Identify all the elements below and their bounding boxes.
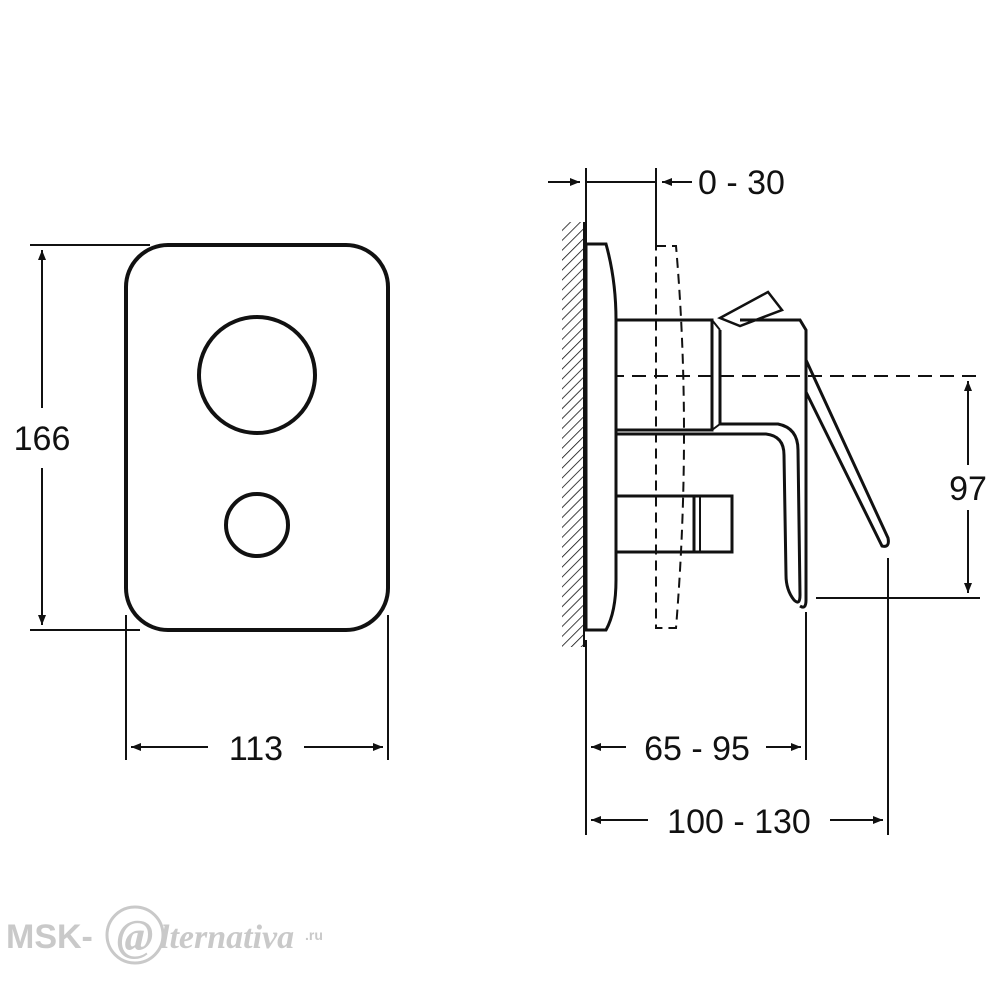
diverter-body: [614, 432, 720, 554]
temperature-knob: [197, 315, 317, 435]
lever-raised: [717, 290, 785, 328]
front-view: [124, 243, 390, 632]
wall-hatch: [562, 222, 585, 647]
axis-height-label: 97: [949, 470, 987, 508]
plate-alt-position: [655, 245, 685, 629]
cover-plate: [124, 243, 390, 632]
width-label: 113: [229, 730, 283, 768]
width-dimension: [125, 615, 389, 760]
body-depth-dimension: [585, 612, 807, 835]
watermark-prefix: MSK-: [6, 918, 93, 956]
total-depth-dimension: [591, 558, 889, 835]
diverter-button: [224, 492, 290, 558]
height-label: 166: [14, 420, 71, 458]
total-depth-label: 100 - 130: [667, 803, 811, 841]
watermark: MSK- @ lternativa .ru: [6, 905, 323, 965]
side-view: [584, 242, 890, 632]
watermark-tld: .ru: [305, 927, 323, 943]
adjust-label: 0 - 30: [698, 164, 785, 202]
adjust-dimension: [548, 168, 692, 246]
upper-body: [616, 318, 714, 432]
lever-arm: [804, 359, 890, 548]
height-dimension: [30, 244, 150, 631]
lever-block: [718, 330, 802, 604]
watermark-rest: lternativa: [160, 919, 294, 956]
axis-height-dimension: [816, 381, 980, 599]
plate-profile: [584, 242, 618, 632]
body-depth-label: 65 - 95: [644, 730, 750, 768]
watermark-at: @: [117, 911, 154, 960]
